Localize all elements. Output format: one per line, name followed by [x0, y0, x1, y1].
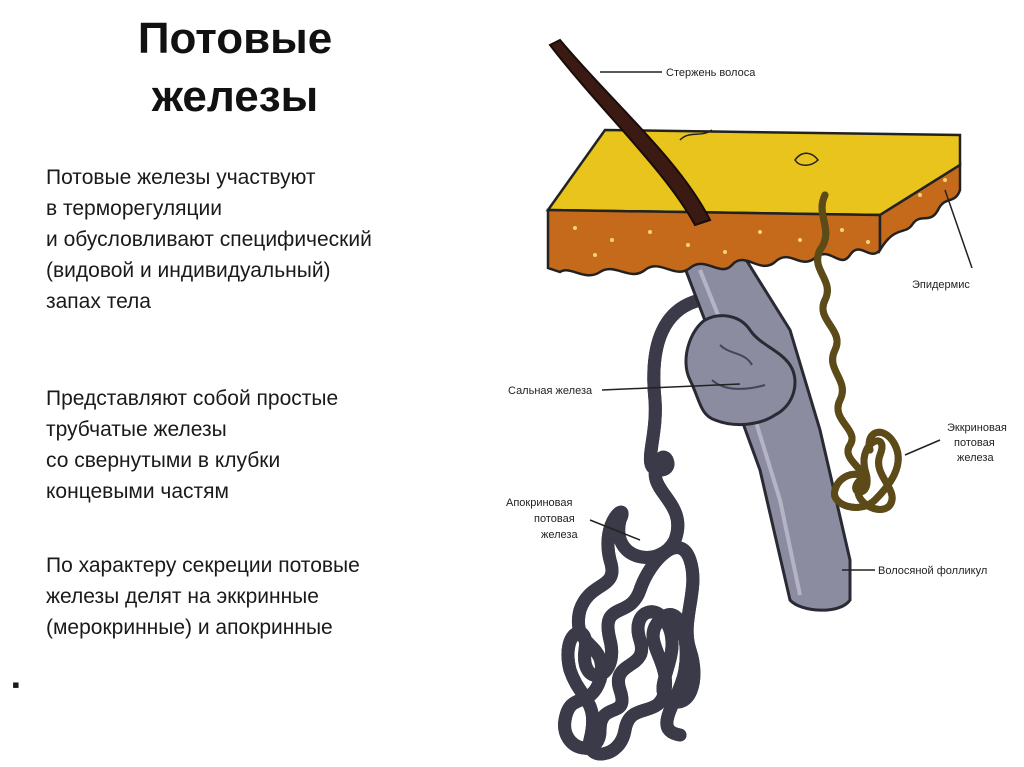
text-line: По характеру секреции потовые: [46, 554, 360, 577]
label-hair-shaft: Стержень волоса: [666, 67, 756, 79]
text-line: Представляют собой простые: [46, 387, 339, 410]
text-line: и обусловливают специфический: [46, 228, 372, 251]
page-title: Потовые железы: [100, 10, 370, 126]
text-line: в терморегуляции: [46, 197, 223, 220]
text-line: Потовые железы участвуют: [46, 166, 316, 189]
title-line-2: железы: [151, 72, 319, 121]
apocrine-gland: [565, 293, 707, 754]
title-line-1: Потовые: [137, 14, 333, 63]
text-line: (видовой и индивидуальный): [46, 259, 331, 282]
bullet-mark: ▪: [12, 672, 20, 697]
paragraph-structure: Представляют собой простые трубчатые жел…: [46, 383, 338, 507]
label-apocrine-gland: Апокриновая потовая железа: [506, 497, 578, 541]
label-sebaceous-gland: Сальная железа: [508, 385, 593, 397]
eccrine-gland: [818, 191, 899, 509]
text-line: трубчатые железы: [46, 418, 227, 441]
text-line: со свернутыми в клубки: [46, 449, 281, 472]
label-apocrine-line-1: Апокриновая: [506, 497, 573, 509]
hair-shaft: [548, 38, 712, 227]
label-hair-follicle: Волосяной фолликул: [878, 565, 987, 577]
text-line: железы делят на эккринные: [46, 585, 319, 608]
leader-lines: [589, 71, 973, 571]
text-line: концевыми частям: [46, 480, 229, 503]
label-apocrine-line-2: потовая: [534, 513, 575, 525]
label-eccrine-line-2: потовая: [954, 437, 995, 449]
label-eccrine-line-3: железа: [957, 452, 994, 464]
sebaceous-gland: [684, 314, 797, 426]
label-epidermis: Эпидермис: [912, 279, 970, 291]
text-line: (мерокринные) и апокринные: [46, 616, 333, 639]
label-eccrine-line-1: Эккриновая: [947, 422, 1007, 434]
paragraph-thermoregulation: Потовые железы участвуют в терморегуляци…: [46, 162, 372, 317]
label-eccrine-gland: Эккриновая потовая железа: [947, 422, 1007, 464]
label-apocrine-line-3: железа: [541, 529, 578, 541]
paragraph-classification: По характеру секреции потовые железы дел…: [46, 550, 360, 643]
text-line: запах тела: [46, 290, 151, 313]
skin-block: [545, 128, 962, 277]
